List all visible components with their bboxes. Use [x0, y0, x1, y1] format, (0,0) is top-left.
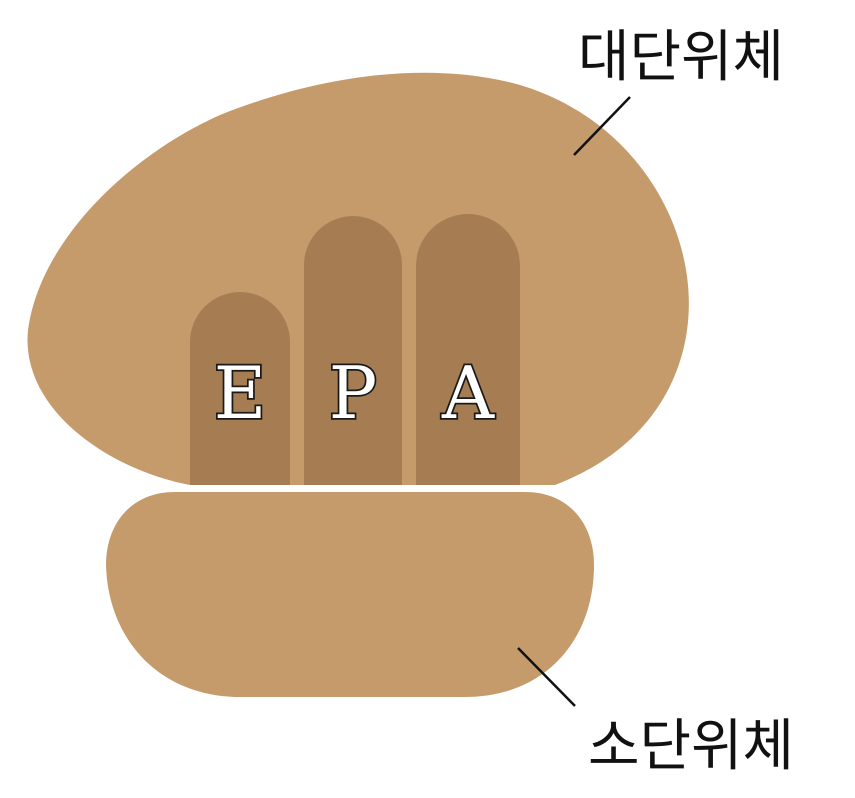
small-subunit-leader-line — [517, 647, 576, 707]
p-site-label: P — [329, 351, 377, 435]
e-site-tunnel — [190, 292, 290, 485]
a-site-label: A — [441, 351, 495, 435]
large-subunit-leader-line — [573, 96, 631, 156]
e-site-label: E — [214, 351, 267, 435]
small-subunit-label: 소단위체 — [588, 714, 794, 779]
p-site-tunnel — [304, 216, 402, 485]
a-site-tunnel — [416, 214, 520, 485]
small-subunit-shape — [106, 492, 594, 697]
large-subunit-label: 대단위체 — [578, 25, 784, 90]
